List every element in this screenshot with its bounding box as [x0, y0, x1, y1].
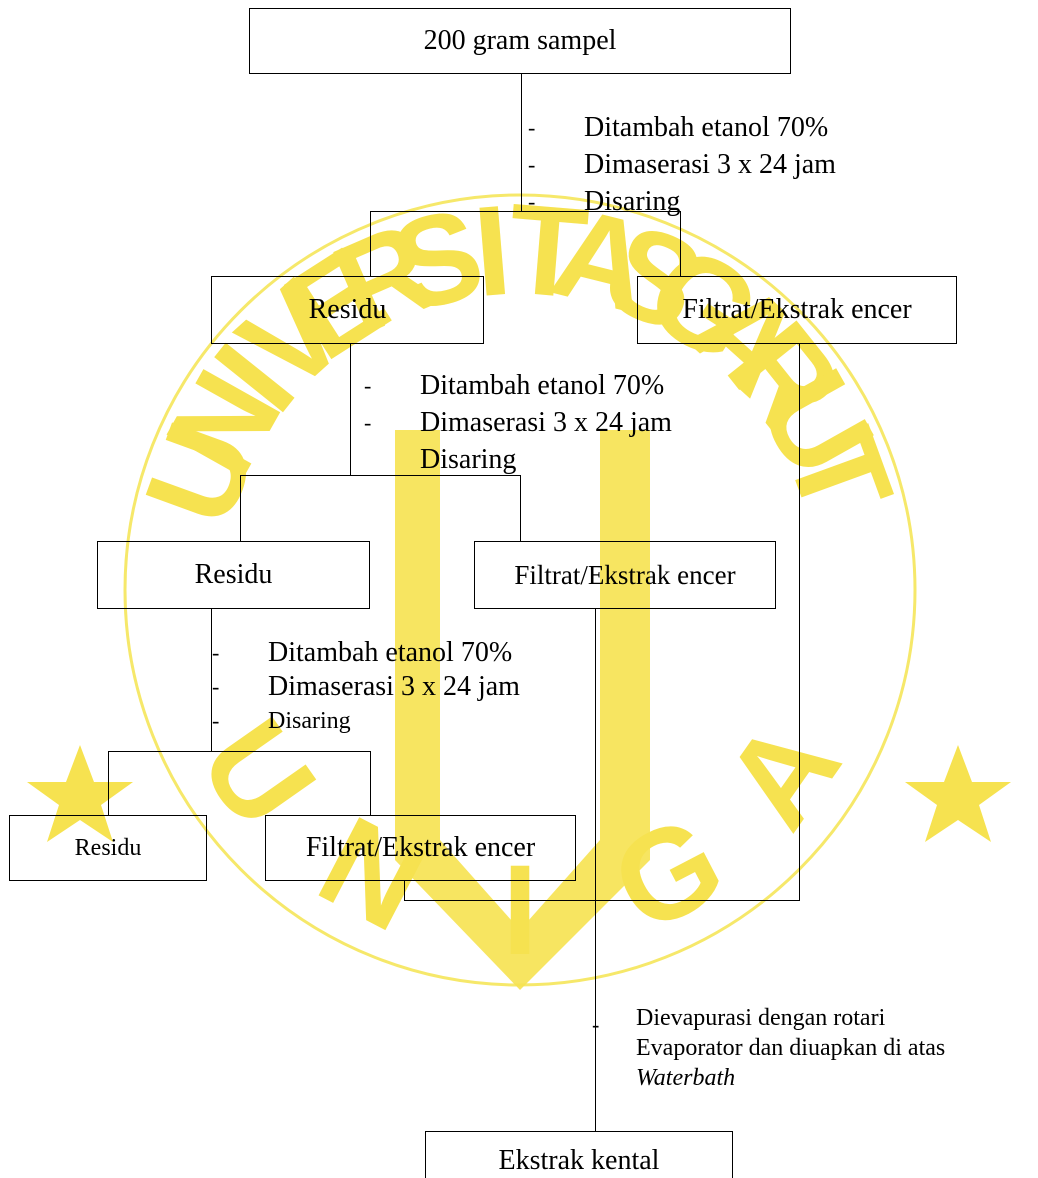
watermark-letter: I	[502, 839, 538, 982]
watermark-center-emblem	[395, 430, 650, 990]
evap-line-2: Evaporator dan diuapkan di atas	[636, 1035, 946, 1061]
residu-label-3: Residu	[74, 834, 142, 861]
final-box: Ekstrak kental	[425, 1131, 733, 1178]
final-label: Ekstrak kental	[498, 1145, 660, 1176]
step-item: -Ditambah etanol 70%	[212, 637, 513, 668]
residu-box-3: Residu	[9, 815, 207, 881]
step-item: -Ditambah etanol 70%	[364, 370, 665, 401]
stage3-steps: -Ditambah etanol 70% -Dimaserasi 3 x 24 …	[212, 636, 520, 738]
stage1-steps: -Ditambah etanol 70% -Dimaserasi 3 x 24 …	[528, 109, 836, 220]
connector	[404, 900, 800, 901]
connector	[680, 211, 681, 276]
connector	[108, 751, 371, 752]
step-item: Disaring	[420, 444, 517, 475]
step-item: -Dimaserasi 3 x 24 jam	[364, 407, 672, 438]
filtrat-box-2: Filtrat/Ekstrak encer	[474, 541, 776, 609]
connector	[240, 475, 241, 541]
evaporation-note: Dievapurasi dengan rotari Evaporator dan…	[636, 1003, 945, 1093]
residu-box-1: Residu	[211, 276, 484, 344]
step-item: -Dimaserasi 3 x 24 jam	[528, 149, 836, 180]
connector	[350, 344, 351, 475]
evap-line-1: Dievapurasi dengan rotari	[636, 1005, 886, 1031]
filtrat-box-1: Filtrat/Ekstrak encer	[637, 276, 957, 344]
residu-box-2: Residu	[97, 541, 370, 609]
filtrat-box-3: Filtrat/Ekstrak encer	[265, 815, 576, 881]
connector	[240, 475, 521, 476]
evap-dash: -	[592, 1012, 600, 1037]
step-item: -Dimaserasi 3 x 24 jam	[212, 671, 520, 702]
residu-label-2: Residu	[194, 559, 273, 590]
step-item: -Disaring	[528, 186, 681, 217]
connector	[211, 609, 212, 751]
connector	[595, 609, 596, 1131]
residu-label-1: Residu	[308, 294, 387, 325]
evap-line-3: Waterbath	[636, 1065, 736, 1091]
step-item: -Disaring	[212, 708, 351, 734]
connector	[370, 751, 371, 815]
sample-label: 200 gram sampel	[423, 25, 617, 56]
filtrat-label-1: Filtrat/Ekstrak encer	[682, 294, 912, 325]
watermark-letter: A	[697, 695, 867, 853]
connector	[520, 475, 521, 541]
sample-box: 200 gram sampel	[249, 8, 791, 74]
filtrat-label-2: Filtrat/Ekstrak encer	[514, 559, 736, 590]
stage2-steps: -Ditambah etanol 70% -Dimaserasi 3 x 24 …	[364, 367, 672, 478]
connector	[370, 211, 371, 276]
connector	[521, 74, 522, 211]
connector	[799, 344, 800, 900]
connector	[404, 881, 405, 900]
filtrat-label-3: Filtrat/Ekstrak encer	[305, 832, 536, 863]
connector	[108, 751, 109, 815]
step-item: -Ditambah etanol 70%	[528, 112, 829, 143]
watermark-letter: T	[503, 177, 593, 326]
connector	[370, 211, 681, 212]
watermark-stars	[27, 745, 1011, 842]
